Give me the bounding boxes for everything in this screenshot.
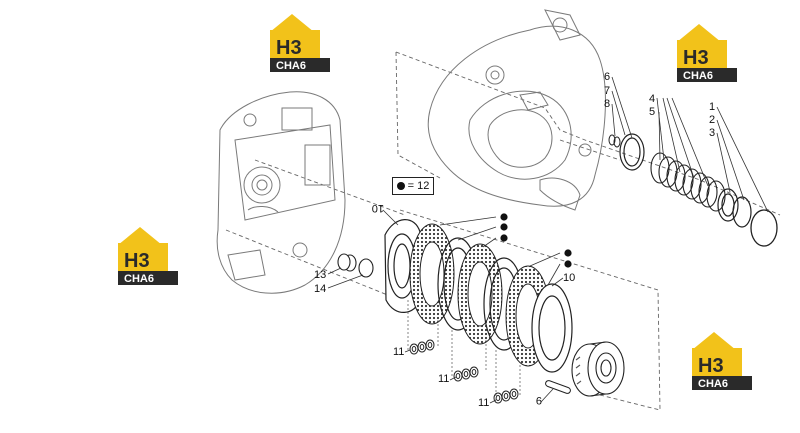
callout-8: 8 — [604, 98, 610, 110]
spring-group-11c — [493, 388, 519, 404]
logo-top-text: H3 — [698, 355, 724, 377]
clutch-hub — [571, 341, 625, 397]
legend-text: = 12 — [407, 180, 430, 192]
snap-ring-2 — [732, 196, 752, 228]
brand-logo-top-left: H3 CHA6 — [268, 12, 336, 74]
logo-bottom-text: CHA6 — [276, 60, 306, 72]
callout-11b: 11 — [438, 373, 449, 385]
callout-6: 6 — [604, 71, 610, 83]
callout-13: 13 — [314, 269, 326, 281]
gearbox-housing — [216, 91, 346, 294]
logo-top-text: H3 — [276, 37, 302, 59]
callout-11c: 11 — [478, 397, 489, 409]
brand-logo-icon: H3 CHA6 — [118, 227, 178, 285]
friction-disc-2 — [457, 243, 503, 345]
callout-9: 9 — [536, 394, 542, 406]
logo-bottom-text: CHA6 — [698, 378, 728, 390]
callout-4: 4 — [649, 93, 655, 105]
callout-labels: 1 2 3 4 5 6 7 8 10 10 13 14 11 11 11 9 — [314, 71, 715, 409]
callout-10a: 10 — [372, 202, 384, 214]
quantity-dots — [500, 213, 572, 268]
spring-group-11a — [409, 339, 435, 355]
dowel-pin-9 — [545, 380, 571, 394]
callout-7: 7 — [604, 85, 610, 97]
spring-washer-stack — [650, 152, 726, 212]
quantity-legend: = 12 — [392, 177, 434, 195]
seal-ring-7 — [619, 133, 645, 171]
callout-2: 2 — [709, 114, 715, 126]
callout-11a: 11 — [393, 346, 404, 358]
legend-dot-icon — [396, 182, 405, 190]
logo-bottom-text: CHA6 — [124, 273, 154, 285]
dashed-assembly-guides — [225, 51, 781, 411]
callout-10b: 10 — [563, 272, 575, 284]
spring-group-11b — [453, 366, 479, 382]
callout-3: 3 — [709, 127, 715, 139]
logo-top-text: H3 — [683, 47, 709, 69]
brand-logo-icon: H3 CHA6 — [270, 14, 330, 72]
brand-logo-icon: H3 CHA6 — [692, 332, 752, 390]
spacer-13 — [337, 253, 357, 272]
brand-logo-bottom-right: H3 CHA6 — [690, 330, 758, 392]
brand-logo-left: H3 CHA6 — [116, 225, 184, 287]
ring-14 — [358, 258, 374, 278]
leader-lines — [327, 76, 769, 404]
callout-1: 1 — [709, 101, 715, 113]
gearbox-cover — [427, 9, 606, 211]
callout-14: 14 — [314, 283, 326, 295]
logo-bottom-text: CHA6 — [683, 70, 713, 82]
o-ring-8 — [608, 134, 621, 148]
callout-5: 5 — [649, 106, 655, 118]
end-plate-10 — [531, 283, 573, 373]
retainer-ring-3 — [717, 188, 739, 222]
brand-logo-icon: H3 CHA6 — [677, 24, 737, 82]
spring-guides — [407, 300, 521, 400]
end-cap-1 — [750, 209, 778, 247]
brand-logo-top-right: H3 CHA6 — [675, 22, 743, 84]
logo-top-text: H3 — [124, 250, 150, 272]
